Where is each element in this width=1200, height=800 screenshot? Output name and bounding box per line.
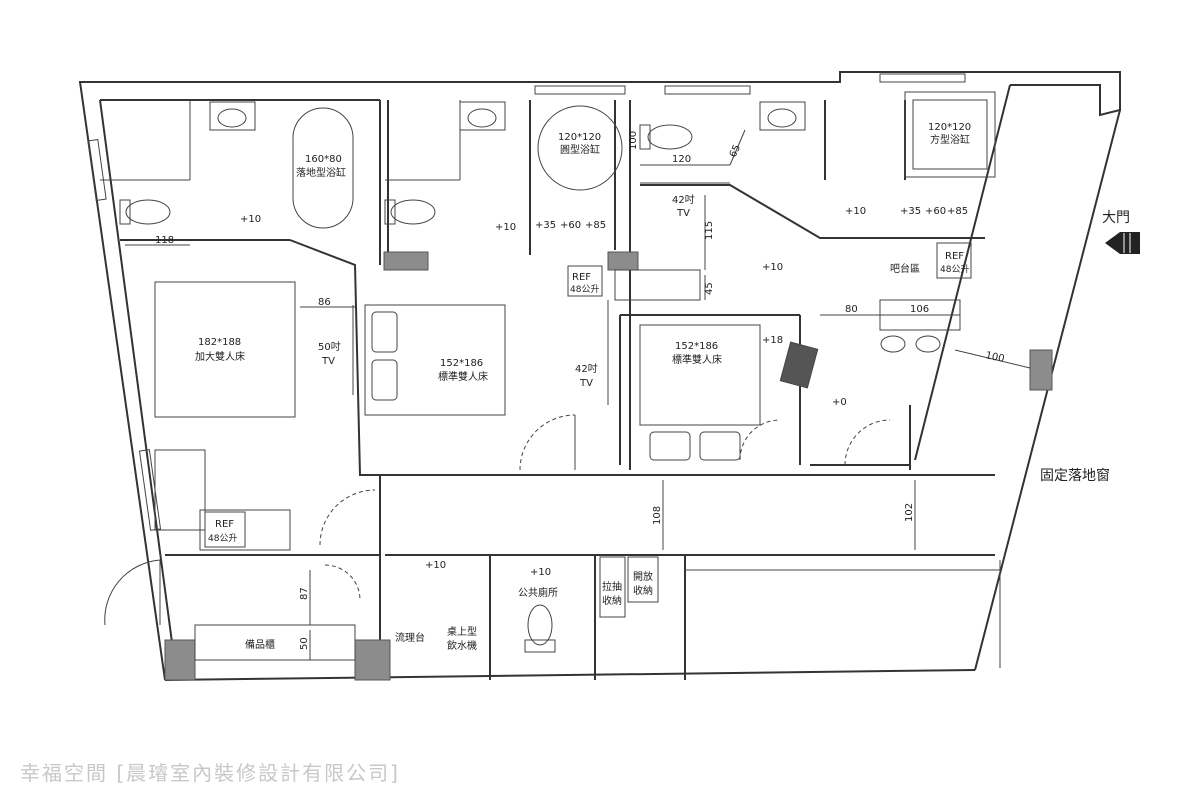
- interior-walls: [120, 100, 995, 680]
- tv-1-size: 50吋: [318, 341, 341, 353]
- dim-100-a: 100: [628, 131, 639, 150]
- fridge-2: [567, 265, 603, 297]
- tv-2-size: 42吋: [672, 194, 695, 206]
- tv-3-size: 42吋: [575, 363, 598, 375]
- open-storage-label-2: 收納: [633, 584, 653, 597]
- dim-120: 120: [672, 154, 691, 165]
- bed-1-type: 加大雙人床: [195, 350, 245, 363]
- bathtub-2-type: 圓型浴缸: [560, 143, 600, 156]
- level-8: +0: [832, 397, 847, 408]
- fridge-3-label: REF: [945, 251, 964, 262]
- outer-walls: [78, 71, 1121, 681]
- dim-118: 118: [155, 235, 174, 246]
- step-6: +85: [947, 206, 968, 217]
- dim-45: 45: [704, 282, 715, 295]
- sink-1: [209, 101, 256, 131]
- fridge-1-label: REF: [215, 519, 234, 530]
- bed-1-size: 182*188: [198, 337, 241, 348]
- open-storage: [627, 556, 659, 603]
- level-4: +10: [762, 262, 783, 273]
- bed-2-size: 152*186: [440, 358, 483, 369]
- dim-108: 108: [652, 506, 663, 525]
- level-3: +10: [845, 206, 866, 217]
- windows: [87, 73, 966, 531]
- bed-3: [639, 324, 761, 426]
- bathtub-3: [904, 91, 996, 178]
- fridge-2-label: REF: [572, 272, 591, 283]
- toilet-1: [125, 199, 171, 225]
- bathtub-1-size: 160*80: [305, 154, 342, 165]
- toilet-3: [647, 124, 693, 150]
- main-door-label: 大門: [1102, 210, 1130, 226]
- step-4: +35: [900, 206, 921, 217]
- dimension-lines: [125, 129, 1031, 668]
- pull-storage: [599, 556, 626, 618]
- public-toilet-label: 公共廁所: [518, 586, 558, 599]
- water-dispenser-label-1: 桌上型: [447, 625, 477, 638]
- bathtub-2: [537, 105, 623, 191]
- beds: [154, 281, 761, 461]
- level-2: +10: [495, 222, 516, 233]
- sink-label: 流理台: [395, 631, 425, 644]
- room-labels: 160*80 落地型浴缸 120*120 圓型浴缸 120*120 方型浴缸 1…: [155, 122, 1130, 652]
- toilet-2: [390, 199, 436, 225]
- fridge-1: [204, 511, 246, 548]
- entrance-arrow-icon: [1105, 232, 1140, 254]
- dim-115: 115: [704, 221, 715, 240]
- water-dispenser-label-2: 飲水機: [447, 639, 477, 652]
- tv-2-label: TV: [676, 208, 690, 219]
- step-2: +60: [560, 220, 581, 231]
- dim-87: 87: [299, 587, 310, 600]
- bed-2-type: 標準雙人床: [438, 370, 488, 383]
- dim-102: 102: [904, 503, 915, 522]
- bed-3-type: 標準雙人床: [672, 353, 722, 366]
- bar-area: 吧台區: [890, 262, 920, 275]
- watermark: 幸福空間 [晨璿室內裝修設計有限公司]: [20, 761, 400, 785]
- pull-storage-label-1: 拉抽: [602, 580, 622, 593]
- fridge-2-capacity: 48公升: [570, 284, 599, 295]
- level-6: +10: [530, 567, 551, 578]
- sink-2: [459, 101, 506, 131]
- fridge-1-capacity: 48公升: [208, 533, 237, 544]
- level-5: +10: [425, 560, 446, 571]
- tv-3-label: TV: [579, 378, 593, 389]
- step-1: +35: [535, 220, 556, 231]
- furniture: [154, 182, 961, 661]
- dim-80: 80: [845, 304, 858, 315]
- fixed-window-label: 固定落地窗: [1040, 467, 1110, 484]
- columns: [164, 251, 1053, 681]
- dim-50: 50: [299, 637, 310, 650]
- fridge-3: [936, 242, 972, 279]
- bathtub-3-size: 120*120: [928, 122, 971, 133]
- bathtub-3-type: 方型浴缸: [930, 133, 970, 146]
- bathroom-fixtures: [100, 91, 996, 653]
- step-3: +85: [585, 220, 606, 231]
- step-5: +60: [925, 206, 946, 217]
- tv-1-label: TV: [321, 356, 335, 367]
- level-7: +18: [762, 335, 783, 346]
- pull-storage-label-2: 收納: [602, 594, 622, 607]
- bathtub-1: [292, 107, 354, 229]
- level-1: +10: [240, 214, 261, 225]
- bed-2: [364, 304, 506, 416]
- toilet-4: [527, 604, 553, 646]
- bed-3-size: 152*186: [675, 341, 718, 352]
- dim-106: 106: [910, 304, 929, 315]
- dim-65: 65: [728, 143, 743, 159]
- dim-86: 86: [318, 297, 331, 308]
- bathtub-1-type: 落地型浴缸: [296, 166, 346, 179]
- doors: [104, 414, 891, 626]
- storage-label: 備品櫃: [245, 638, 275, 651]
- bed-1: [154, 281, 296, 418]
- dim-100-b: 100: [984, 350, 1005, 365]
- sink-3: [759, 101, 806, 131]
- open-storage-label-1: 開放: [633, 570, 653, 583]
- fridge-3-capacity: 48公升: [940, 264, 969, 275]
- bathtub-2-size: 120*120: [558, 132, 601, 143]
